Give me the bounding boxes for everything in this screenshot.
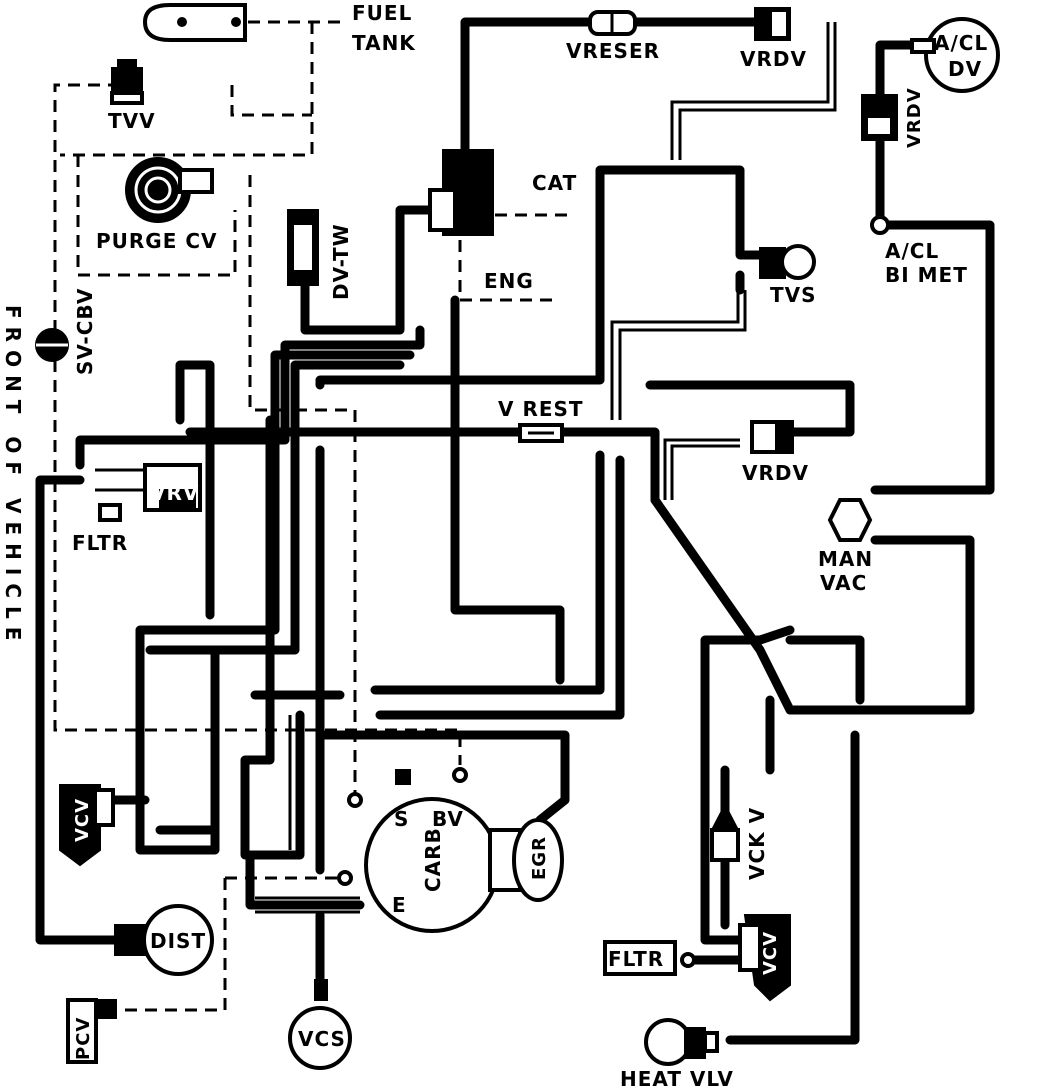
tvv-valve xyxy=(110,59,144,105)
dashed-lines xyxy=(53,20,575,1012)
label-acv: ACV xyxy=(459,179,483,228)
label-egr: EGR xyxy=(529,836,550,880)
vreser-valve xyxy=(588,10,637,36)
label-vcs: VCS xyxy=(298,1027,346,1051)
vcs-switch xyxy=(288,979,352,1070)
label-carb: CARB xyxy=(421,827,445,892)
label-man-vac-1: MAN xyxy=(818,547,873,571)
distributor-vacuum xyxy=(114,904,214,976)
label-purge-cv: PURGE CV xyxy=(96,229,218,253)
dv-tw-valve xyxy=(287,209,319,286)
egr-valve xyxy=(488,818,564,902)
label-front-of-vehicle: FRONT OF VEHICLE xyxy=(1,305,25,648)
label-vck-v: VCK V xyxy=(745,807,769,880)
label-fuel: FUEL xyxy=(352,1,412,25)
label-acl-bimet-1: A/CL xyxy=(885,239,939,263)
label-vrv: VRV xyxy=(150,481,199,505)
vcv-left-valve xyxy=(59,784,115,867)
label-vrdv-mid: VRDV xyxy=(742,461,809,485)
filter-right xyxy=(603,940,677,976)
tvs-valve xyxy=(759,244,816,280)
label-acl-dv-2: DV xyxy=(948,57,982,81)
label-s: S xyxy=(394,807,409,831)
vck-v-valve xyxy=(710,802,740,862)
label-dv-tw: DV-TW xyxy=(329,223,353,300)
label-tank: TANK xyxy=(352,31,416,55)
labels: FUEL TANK TVV PURGE CV DV-TW ACV CAT ENG… xyxy=(1,1,988,1090)
label-v-rest: V REST xyxy=(498,397,584,421)
label-e: E xyxy=(392,893,407,917)
v-rest-valve xyxy=(518,423,564,443)
filter-left xyxy=(98,503,122,522)
vrdv-top-valve xyxy=(754,7,791,41)
vacuum-hoses xyxy=(35,17,995,1045)
label-heat-vlv: HEAT VLV xyxy=(620,1067,734,1090)
label-vreser: VRESER xyxy=(566,39,660,63)
label-tvv: TVV xyxy=(108,109,156,133)
pcv-valve xyxy=(66,998,117,1064)
label-sv-cbv: SV-CBV xyxy=(73,288,97,375)
acl-dv-valve xyxy=(910,17,1000,93)
label-tvs: TVS xyxy=(770,283,817,307)
label-dist: DIST xyxy=(150,929,206,953)
heat-valve xyxy=(644,1018,719,1066)
label-fltr-left: FLTR xyxy=(72,531,128,555)
label-acl-dv-1: A/CL xyxy=(934,31,988,55)
twin-lines xyxy=(95,22,837,914)
label-pcv: PCV xyxy=(73,1017,94,1060)
label-vrdv-right: VRDV xyxy=(904,87,925,148)
label-eng: ENG xyxy=(484,269,534,293)
label-bv: BV xyxy=(432,807,464,831)
label-cat: CAT xyxy=(532,171,577,195)
vrdv-right-valve xyxy=(861,94,898,141)
sv-cbv-valve xyxy=(35,328,69,362)
label-vcv-left: VCV xyxy=(72,798,93,842)
acv-valve xyxy=(428,149,494,236)
fuel-tank-canister xyxy=(142,2,247,42)
vrv-valve xyxy=(143,463,202,512)
label-vcv-right: VCV xyxy=(760,931,781,975)
label-acl-bimet-2: BI MET xyxy=(885,263,968,287)
vcv-right-valve xyxy=(738,914,791,1002)
filter-right-port xyxy=(680,952,696,968)
label-fltr-right: FLTR xyxy=(608,947,664,971)
purge-cv-valve xyxy=(125,157,214,223)
label-man-vac-2: VAC xyxy=(820,571,867,595)
carburetor xyxy=(337,767,500,933)
label-vrdv-top: VRDV xyxy=(740,47,807,71)
acl-bimet-connector xyxy=(870,215,890,235)
vrdv-mid-valve xyxy=(750,420,794,454)
manifold-vacuum-fitting xyxy=(827,498,873,542)
